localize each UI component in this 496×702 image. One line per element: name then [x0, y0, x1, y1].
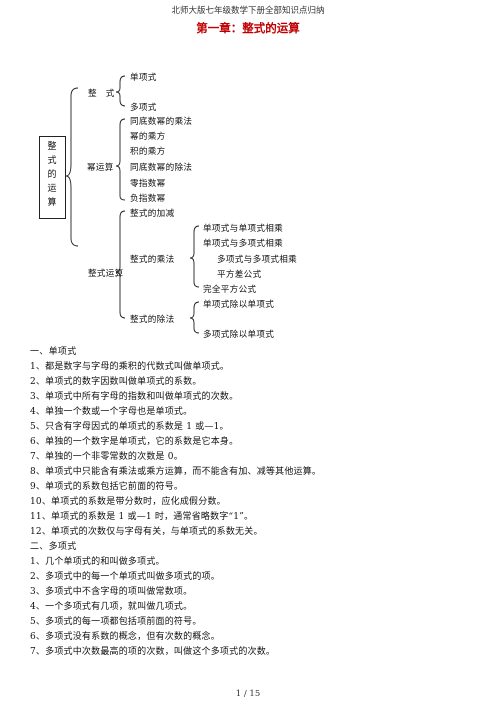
outline-mult-item: 平方差公式 [217, 270, 262, 280]
outline-mult-item: 单项式与多项式相乘 [203, 239, 284, 249]
outline-root-char-5: 算 [47, 198, 57, 208]
section-line: 9、单项式的系数包括它前面的符号。 [30, 482, 184, 492]
outline-add: 整式的加减 [130, 209, 175, 219]
outline-root-char-1: 整 [47, 142, 57, 152]
outline-root-char-3: 的 [47, 170, 57, 180]
outline-mult-item: 完全平方公式 [203, 285, 257, 295]
outline-mi-item: 同底数幂的乘法 [130, 117, 193, 127]
outline-root-box [39, 136, 66, 219]
section-line: 7、单独的一个非零常数的次数是 0。 [30, 452, 183, 462]
section-line: 3、单项式中所有字母的指数和叫做单项式的次数。 [30, 392, 239, 402]
page-number: 1 / 15 [235, 689, 261, 699]
outline-div-label: 整式的除法 [130, 315, 175, 325]
section-line: 3、多项式中不含字母的项叫做常数项。 [30, 587, 193, 597]
section-line: 10、单项式的系数是带分数时，应化成假分数。 [30, 497, 226, 507]
outline-mult-item: 单项式与单项式相乘 [203, 224, 284, 234]
section-line: 1、都是数字与字母的乘积的代数式叫做单项式。 [30, 362, 230, 372]
section-line: 6、多项式没有系数的概念，但有次数的概念。 [30, 632, 220, 642]
section-line: 1、几个单项式的和叫做多项式。 [30, 557, 165, 567]
outline-mult-label: 整式的乘法 [130, 255, 175, 265]
outline-zhengshi-item: 单项式 [130, 73, 157, 83]
section-heading: 一、单项式 [30, 347, 77, 357]
section-line: 11、单项式的系数是 1 或—1 时，通常省略数字“1”。 [30, 512, 254, 522]
outline-mi-item: 零指数幂 [130, 179, 166, 189]
outline-div-item: 单项式除以单项式 [203, 300, 275, 310]
section-line: 4、一个多项式有几项，就叫做几项式。 [30, 602, 193, 612]
section-line: 7、多项式中次数最高的项的次数，叫做这个多项式的次数。 [30, 647, 276, 657]
outline-mult-item: 多项式与多项式相乘 [217, 255, 298, 265]
page-header: 北师大版七年级数学下册全部知识点归纳 [171, 6, 325, 16]
section-heading: 二、多项式 [30, 542, 77, 552]
outline-root-char-2: 式 [47, 156, 57, 166]
section-line: 12、单项式的次数仅与字母有关，与单项式的系数无关。 [30, 527, 263, 537]
section-line: 2、单项式的数字因数叫做单项式的系数。 [30, 377, 202, 387]
outline-root-char-4: 运 [47, 184, 57, 194]
section-line: 2、多项式中的每一个单项式叫做多项式的项。 [30, 572, 220, 582]
chapter-title: 第一章：整式的运算 [196, 21, 300, 35]
section-line: 5、多项式的每一项都包括项前面的符号。 [30, 617, 202, 627]
outline-div-item: 多项式除以单项式 [203, 330, 275, 340]
outline-yunsuan-label: 整式运算 [88, 269, 124, 279]
section-line: 4、单独一个数或一个字母也是单项式。 [30, 407, 193, 417]
outline-mi-item: 同底数幂的除法 [130, 163, 193, 173]
section-line: 8、单项式中只能含有乘法或乘方运算，而不能含有加、减等其他运算。 [30, 467, 322, 477]
section-line: 6、单独的一个数字是单项式，它的系数是它本身。 [30, 437, 239, 447]
outline-zhengshi-label: 整 式 [88, 89, 115, 99]
outline-mi-item: 负指数幂 [130, 194, 166, 204]
section-line: 5、只含有字母因式的单项式的系数是 1 或—1。 [30, 422, 229, 432]
outline-mi-item: 积的乘方 [130, 147, 166, 157]
outline-brackets [65, 75, 200, 334]
outline-mi-label: 幂运算 [87, 163, 114, 173]
outline-mi-item: 幂的乘方 [130, 132, 166, 142]
outline-zhengshi-item: 多项式 [130, 103, 157, 113]
